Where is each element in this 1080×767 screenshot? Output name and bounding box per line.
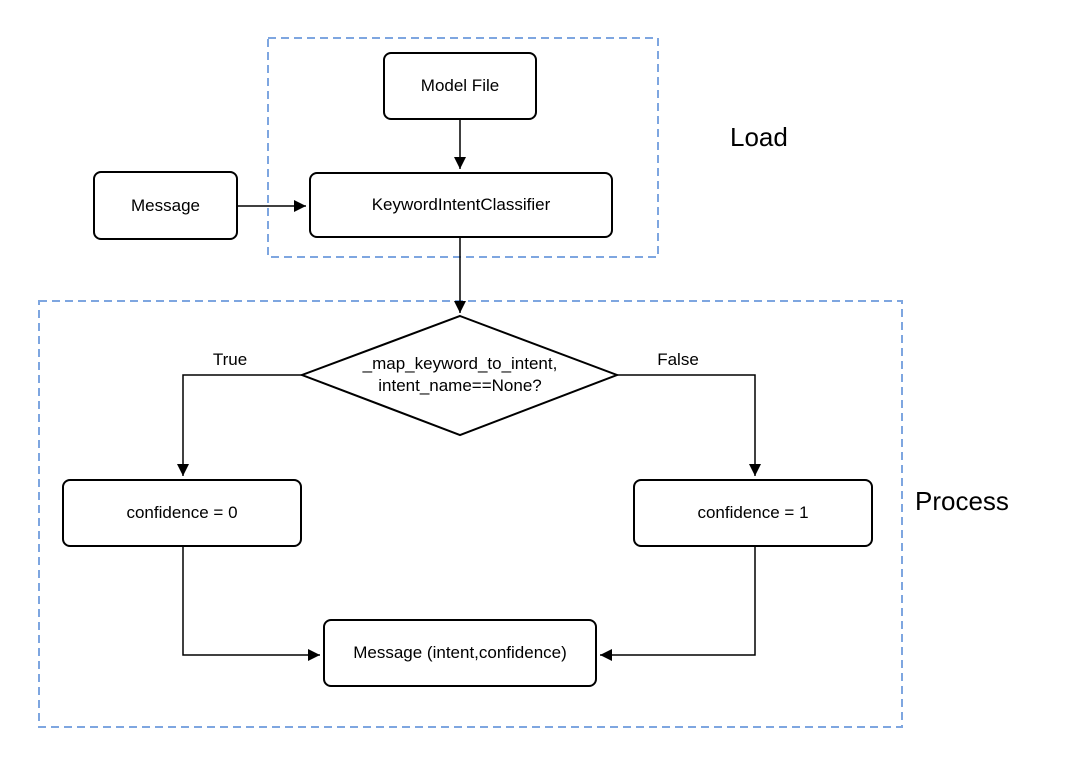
node-message-input: Message: [93, 171, 238, 240]
decision-diamond-shape: [299, 314, 620, 437]
process-group-label: Process: [915, 486, 1009, 516]
node-keyword-intent-classifier-label: KeywordIntentClassifier: [371, 195, 551, 215]
true-branch-label: True: [212, 350, 248, 369]
node-message-output-label: Message (intent,confidence): [353, 643, 567, 663]
node-model-file: Model File: [383, 52, 537, 120]
process-group-box: [38, 300, 903, 728]
edge-decision-false-to-confone: [617, 374, 761, 476]
decision-diamond-label: _map_keyword_to_intent, intent_name==Non…: [310, 344, 610, 406]
edge-decision-true-to-confzero: [177, 374, 302, 476]
false-branch-label: False: [657, 350, 699, 369]
node-confidence-one: confidence = 1: [633, 479, 873, 547]
node-keyword-intent-classifier: KeywordIntentClassifier: [309, 172, 613, 238]
load-group-label: Load: [730, 122, 788, 152]
node-message-output: Message (intent,confidence): [323, 619, 597, 687]
decision-label-line2: intent_name==None?: [378, 376, 542, 395]
node-model-file-label: Model File: [420, 76, 500, 96]
edge-confone-to-messageout: [600, 547, 756, 661]
node-confidence-one-label: confidence = 1: [697, 503, 809, 523]
load-group-box: [267, 37, 659, 258]
node-message-input-label: Message: [131, 195, 200, 215]
node-confidence-zero-label: confidence = 0: [126, 503, 238, 523]
decision-label-line1: _map_keyword_to_intent,: [362, 353, 558, 373]
edge-confzero-to-messageout: [182, 547, 320, 661]
node-confidence-zero: confidence = 0: [62, 479, 302, 547]
